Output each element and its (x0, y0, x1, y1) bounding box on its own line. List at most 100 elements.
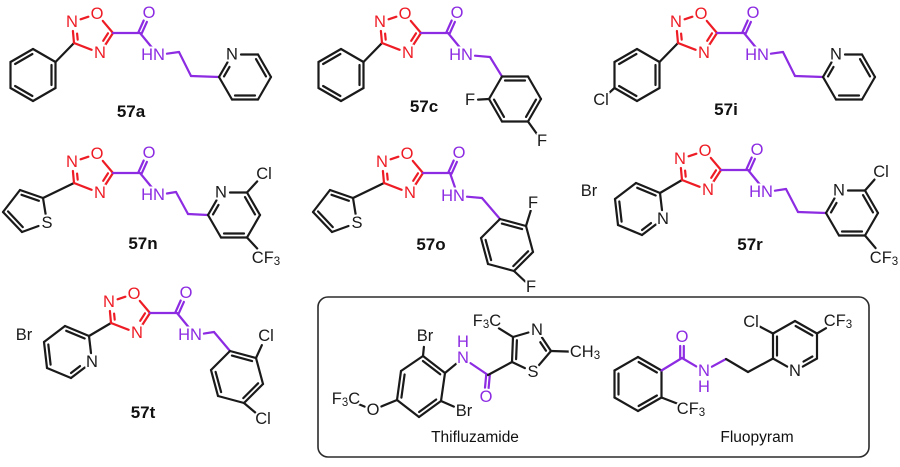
atom-label-n: N (215, 184, 227, 202)
atom-label-n: N (789, 362, 801, 380)
bond (211, 203, 220, 216)
bond (510, 360, 527, 370)
atom-label-br: Br (16, 326, 33, 344)
atom-label-hn: HN (141, 46, 165, 64)
bond (102, 172, 110, 182)
bond (222, 65, 231, 78)
bond (710, 357, 728, 368)
bond (676, 41, 697, 51)
atom-label-s: S (351, 214, 362, 232)
bond (613, 181, 638, 201)
bond (14, 84, 34, 98)
bond (140, 160, 148, 175)
bond (206, 213, 223, 239)
bond (75, 32, 79, 41)
bond (618, 200, 623, 223)
bond (395, 398, 421, 419)
bond (771, 357, 789, 368)
bond (636, 186, 657, 197)
bond (826, 65, 835, 78)
atom-label-f: F (465, 91, 475, 109)
bond (636, 396, 663, 413)
bond (412, 172, 420, 182)
atom-label-n: N (698, 44, 710, 62)
bond (411, 31, 423, 47)
atom-label-n: N (131, 324, 143, 342)
bond (256, 75, 273, 101)
bond (746, 168, 762, 187)
bond (498, 217, 528, 228)
bond (497, 327, 515, 339)
bond (139, 312, 147, 322)
bond (72, 181, 93, 191)
bond (140, 311, 152, 327)
bond (79, 15, 90, 21)
bond (679, 32, 683, 41)
bond (103, 171, 115, 187)
atom-label-h: H (457, 333, 469, 351)
atom-label-n: N (670, 13, 682, 31)
atom-label-cf3: CF3 (252, 249, 280, 268)
bond (137, 159, 145, 174)
atom-label-br: Br (456, 402, 473, 420)
bond (500, 222, 524, 231)
bond (356, 402, 366, 408)
bond (510, 335, 515, 364)
bond (617, 84, 638, 98)
atom-label-o: O (453, 144, 466, 162)
bond (863, 234, 877, 250)
atom-label-o: O (91, 5, 104, 23)
bond (47, 343, 52, 366)
bond (450, 160, 458, 175)
atom-label-cl: Cl (256, 165, 272, 183)
bond (189, 74, 221, 79)
bond (322, 52, 342, 66)
bond (382, 181, 403, 191)
bond (71, 29, 76, 45)
bond (613, 197, 620, 227)
bond (448, 20, 456, 35)
bond (660, 356, 684, 372)
bond (706, 32, 714, 42)
bond (861, 194, 875, 214)
bond (212, 330, 232, 353)
bond (860, 53, 877, 79)
bond (399, 354, 425, 373)
bond (339, 47, 365, 64)
bond (526, 120, 539, 136)
bond (469, 362, 490, 377)
bond (79, 155, 90, 161)
bond (637, 394, 659, 408)
bond (824, 197, 836, 215)
bond (138, 299, 152, 315)
bond (613, 396, 640, 413)
bond (683, 169, 687, 178)
bond (20, 224, 40, 234)
compound-name-fluopyram: Fluopyram (720, 429, 793, 446)
atom-label-n: N (374, 13, 386, 31)
bond (387, 15, 398, 21)
bond (483, 373, 488, 389)
compound-label-57t: 57t (131, 403, 156, 422)
bond (784, 187, 800, 214)
bond (860, 75, 877, 101)
atom-label-n: N (94, 44, 106, 62)
bond (379, 29, 384, 45)
bond (443, 362, 458, 375)
bond (824, 211, 841, 237)
bond (781, 50, 797, 78)
bond (31, 47, 57, 64)
bond (607, 86, 616, 95)
bond (616, 223, 644, 237)
bond (448, 171, 457, 189)
bond (87, 334, 93, 355)
bond (1, 188, 22, 214)
atom-label-cf3: CF3 (870, 249, 898, 268)
bond (744, 20, 753, 35)
bond (71, 169, 76, 185)
bond (410, 32, 418, 42)
bond (709, 156, 723, 172)
atom-label-n: N (698, 362, 710, 380)
bond (526, 75, 543, 101)
